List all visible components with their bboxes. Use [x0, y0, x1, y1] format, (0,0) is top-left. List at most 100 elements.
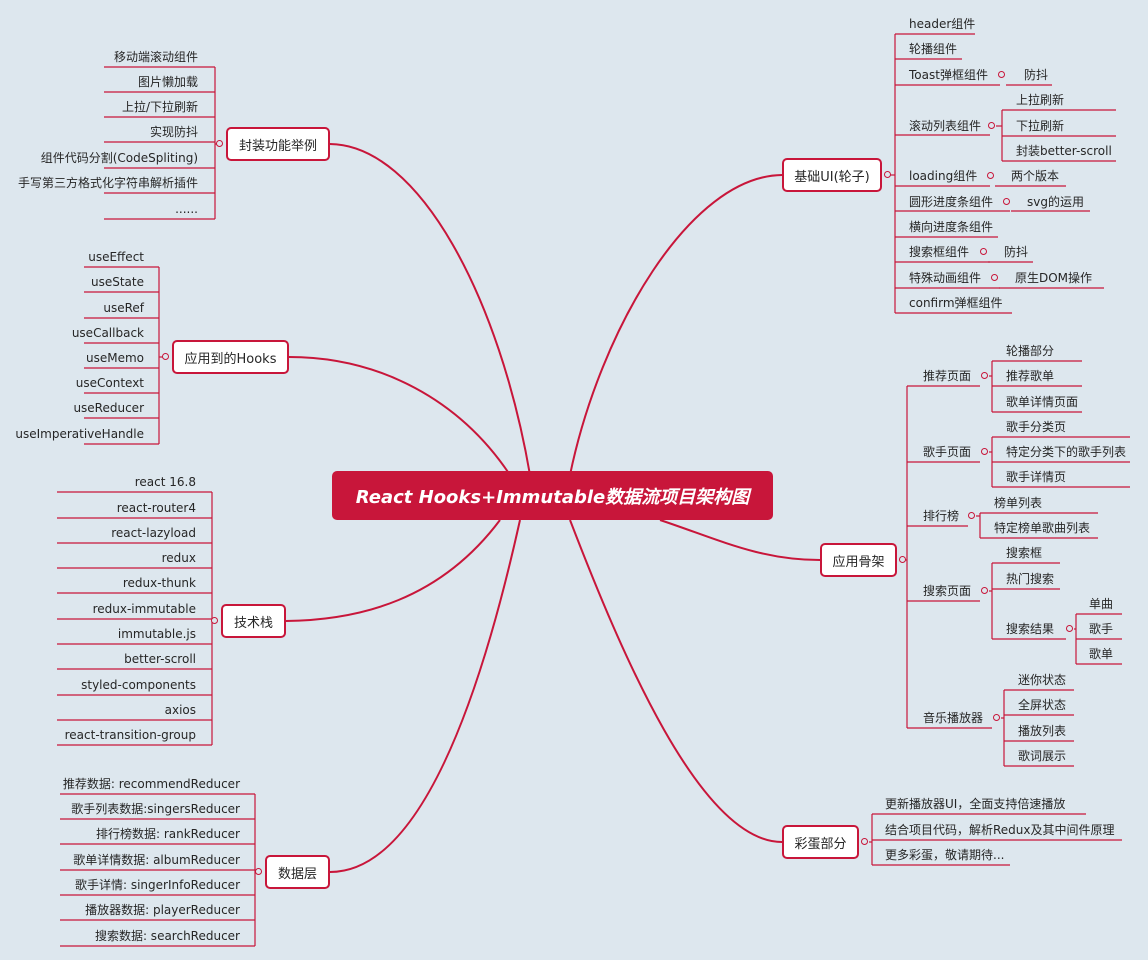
list-item[interactable]: 歌手列表数据:singersReducer	[71, 802, 240, 816]
branch-app-skeleton[interactable]: 应用骨架	[820, 543, 897, 577]
list-item[interactable]: 防抖	[1024, 68, 1049, 82]
list-item[interactable]: react-transition-group	[64, 728, 196, 742]
list-item[interactable]: 歌手	[1089, 622, 1114, 636]
collapse-dot-icon[interactable]	[216, 140, 223, 147]
list-item[interactable]: 手写第三方格式化字符串解析插件	[17, 176, 198, 190]
list-item[interactable]: 特殊动画组件	[909, 271, 982, 285]
list-item[interactable]: react-lazyload	[111, 526, 196, 540]
list-item[interactable]: 搜索页面	[923, 584, 972, 598]
list-item[interactable]: 音乐播放器	[923, 711, 984, 725]
list-item[interactable]: 特定榜单歌曲列表	[994, 521, 1091, 535]
list-item[interactable]: useState	[90, 275, 144, 289]
list-item[interactable]: confirm弹框组件	[909, 296, 1003, 310]
list-item[interactable]: 上拉/下拉刷新	[121, 100, 198, 114]
list-item[interactable]: useCallback	[71, 326, 144, 340]
branch-hooks[interactable]: 应用到的Hooks	[172, 340, 289, 374]
list-item[interactable]: useContext	[75, 376, 144, 390]
list-item[interactable]: ......	[175, 202, 198, 216]
list-item[interactable]: 播放器数据: playerReducer	[85, 903, 240, 917]
list-item[interactable]: 轮播部分	[1006, 344, 1055, 358]
list-item[interactable]: 搜索结果	[1006, 622, 1055, 636]
list-item[interactable]: 下拉刷新	[1016, 119, 1065, 133]
branch-tech-stack[interactable]: 技术栈	[221, 604, 286, 638]
collapse-dot-icon[interactable]	[981, 587, 988, 594]
list-item[interactable]: 轮播组件	[909, 42, 958, 56]
list-item[interactable]: 更新播放器UI，全面支持倍速播放	[885, 797, 1066, 811]
collapse-dot-icon[interactable]	[968, 512, 975, 519]
list-item[interactable]: 原生DOM操作	[1015, 271, 1093, 285]
list-item[interactable]: loading组件	[909, 169, 978, 183]
list-item[interactable]: 上拉刷新	[1016, 93, 1065, 107]
list-item[interactable]: 搜索框	[1006, 546, 1043, 560]
list-item[interactable]: 防抖	[1004, 245, 1029, 259]
collapse-dot-icon[interactable]	[987, 172, 994, 179]
list-item[interactable]: 热门搜索	[1006, 572, 1055, 586]
list-item[interactable]: 歌单详情页面	[1006, 395, 1079, 409]
collapse-dot-icon[interactable]	[1003, 198, 1010, 205]
list-item[interactable]: useMemo	[85, 351, 144, 365]
collapse-dot-icon[interactable]	[884, 171, 891, 178]
list-item[interactable]: redux-immutable	[92, 602, 196, 616]
collapse-dot-icon[interactable]	[162, 353, 169, 360]
list-item[interactable]: 排行榜	[923, 509, 960, 523]
list-item[interactable]: redux-thunk	[122, 576, 196, 590]
list-item[interactable]: 歌手详情页	[1006, 470, 1067, 484]
list-item[interactable]: 单曲	[1089, 597, 1114, 611]
list-item[interactable]: header组件	[909, 17, 976, 31]
list-item[interactable]: better-scroll	[124, 652, 196, 666]
list-item[interactable]: 歌手详情: singerInfoReducer	[74, 878, 240, 892]
branch-easter-egg[interactable]: 彩蛋部分	[782, 825, 859, 859]
list-item[interactable]: 滚动列表组件	[909, 119, 982, 133]
list-item[interactable]: 歌手分类页	[1006, 420, 1067, 434]
collapse-dot-icon[interactable]	[998, 71, 1005, 78]
list-item[interactable]: 播放列表	[1018, 724, 1067, 738]
list-item[interactable]: immutable.js	[117, 627, 196, 641]
collapse-dot-icon[interactable]	[981, 372, 988, 379]
list-item[interactable]: redux	[161, 551, 196, 565]
list-item[interactable]: 实现防抖	[149, 125, 198, 139]
list-item[interactable]: 更多彩蛋，敬请期待...	[885, 848, 1005, 862]
list-item[interactable]: 榜单列表	[994, 496, 1043, 510]
list-item[interactable]: 全屏状态	[1018, 698, 1067, 712]
list-item[interactable]: 迷你状态	[1018, 673, 1067, 687]
list-item[interactable]: axios	[164, 703, 196, 717]
collapse-dot-icon[interactable]	[1066, 625, 1073, 632]
list-item[interactable]: 移动端滚动组件	[113, 50, 198, 64]
list-item[interactable]: 排行榜数据: rankReducer	[95, 827, 240, 841]
list-item[interactable]: styled-components	[81, 678, 196, 692]
branch-data-layer[interactable]: 数据层	[265, 855, 330, 889]
list-item[interactable]: useRef	[103, 301, 144, 315]
list-item[interactable]: useReducer	[73, 401, 144, 415]
list-item[interactable]: 歌词展示	[1018, 749, 1067, 763]
list-item[interactable]: 横向进度条组件	[909, 220, 994, 234]
collapse-dot-icon[interactable]	[981, 448, 988, 455]
collapse-dot-icon[interactable]	[211, 617, 218, 624]
list-item[interactable]: 搜索数据: searchReducer	[94, 929, 240, 943]
branch-base-ui[interactable]: 基础UI(轮子)	[782, 158, 882, 192]
list-item[interactable]: 推荐歌单	[1006, 369, 1055, 383]
collapse-dot-icon[interactable]	[861, 838, 868, 845]
list-item[interactable]: react 16.8	[134, 475, 196, 489]
list-item[interactable]: 歌手页面	[923, 445, 972, 459]
list-item[interactable]: 封装better-scroll	[1016, 144, 1112, 158]
collapse-dot-icon[interactable]	[899, 556, 906, 563]
list-item[interactable]: 圆形进度条组件	[909, 195, 994, 209]
collapse-dot-icon[interactable]	[991, 274, 998, 281]
collapse-dot-icon[interactable]	[988, 122, 995, 129]
collapse-dot-icon[interactable]	[255, 868, 262, 875]
collapse-dot-icon[interactable]	[993, 714, 1000, 721]
list-item[interactable]: 组件代码分割(CodeSpliting)	[40, 151, 198, 165]
branch-encapsulation[interactable]: 封装功能举例	[226, 127, 330, 161]
list-item[interactable]: 推荐页面	[923, 369, 972, 383]
list-item[interactable]: useEffect	[88, 250, 144, 264]
central-topic[interactable]: React Hooks+Immutable数据流项目架构图	[332, 471, 773, 520]
list-item[interactable]: Toast弹框组件	[909, 68, 988, 82]
list-item[interactable]: 图片懒加载	[137, 75, 198, 89]
list-item[interactable]: 歌单详情数据: albumReducer	[73, 853, 240, 867]
list-item[interactable]: 推荐数据: recommendReducer	[62, 777, 240, 791]
list-item[interactable]: 两个版本	[1011, 169, 1060, 183]
list-item[interactable]: svg的运用	[1027, 195, 1084, 209]
list-item[interactable]: 搜索框组件	[909, 245, 970, 259]
list-item[interactable]: react-router4	[116, 501, 196, 515]
list-item[interactable]: 特定分类下的歌手列表	[1006, 445, 1127, 459]
